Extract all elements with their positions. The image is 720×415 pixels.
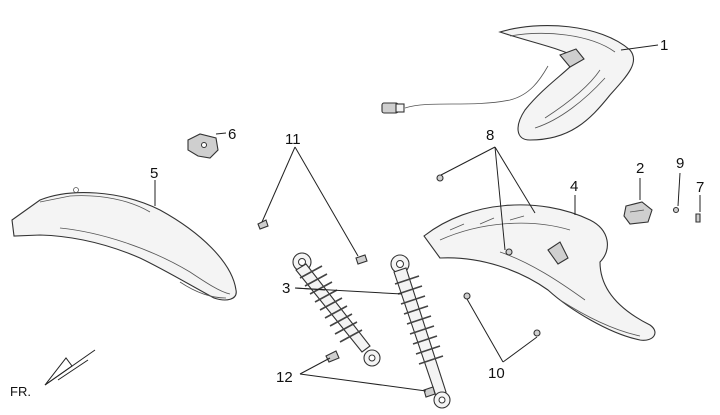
callout-6: 6 bbox=[228, 126, 236, 143]
nut bbox=[672, 206, 680, 214]
mount-bracket bbox=[187, 133, 219, 159]
callout-10: 10 bbox=[488, 365, 505, 382]
rear-shock-absorber-right bbox=[390, 254, 451, 409]
tail-light-assembly bbox=[381, 25, 635, 141]
callout-3: 3 bbox=[282, 280, 290, 297]
rear-shock-absorber-left bbox=[292, 252, 381, 367]
callout-12: 12 bbox=[276, 369, 293, 386]
callout-9: 9 bbox=[676, 155, 684, 172]
callout-1: 1 bbox=[660, 37, 668, 54]
callout-2: 2 bbox=[636, 160, 644, 177]
leader-lines bbox=[154, 44, 701, 392]
callout-5: 5 bbox=[150, 165, 158, 182]
reflector bbox=[623, 201, 653, 225]
shock-bolts bbox=[257, 219, 436, 398]
front-fender bbox=[11, 187, 237, 301]
callout-8: 8 bbox=[486, 127, 494, 144]
rear-fender bbox=[423, 204, 656, 341]
fender-screws bbox=[436, 174, 541, 337]
callout-11: 11 bbox=[285, 131, 301, 148]
direction-label: FR. bbox=[10, 384, 31, 399]
callout-7: 7 bbox=[696, 179, 704, 196]
screw bbox=[695, 213, 701, 223]
forward-direction-arrow bbox=[44, 349, 96, 386]
callout-4: 4 bbox=[570, 178, 578, 195]
